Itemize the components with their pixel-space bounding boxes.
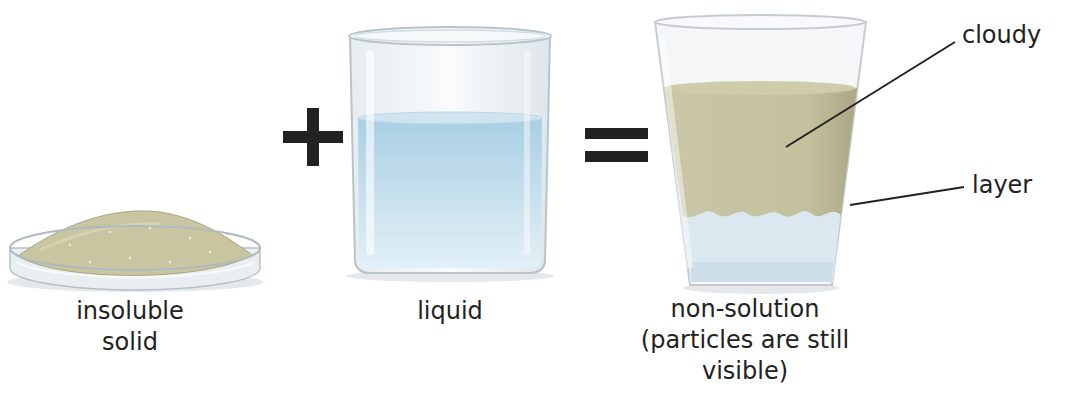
ingredient-label: insoluble solid [50,296,210,358]
equals-sign [585,128,648,162]
leader-line [850,187,964,205]
leader-lines [786,42,964,205]
callout-label: cloudy [962,20,1088,51]
cup [655,15,866,294]
plus-sign [283,108,343,166]
result-label: non-solution (particles are still visibl… [625,294,865,387]
leader-line [786,42,955,147]
beaker [346,27,554,282]
ingredient-label: liquid [380,296,520,327]
callout-label: layer [972,170,1088,201]
petri-dish [7,211,263,292]
